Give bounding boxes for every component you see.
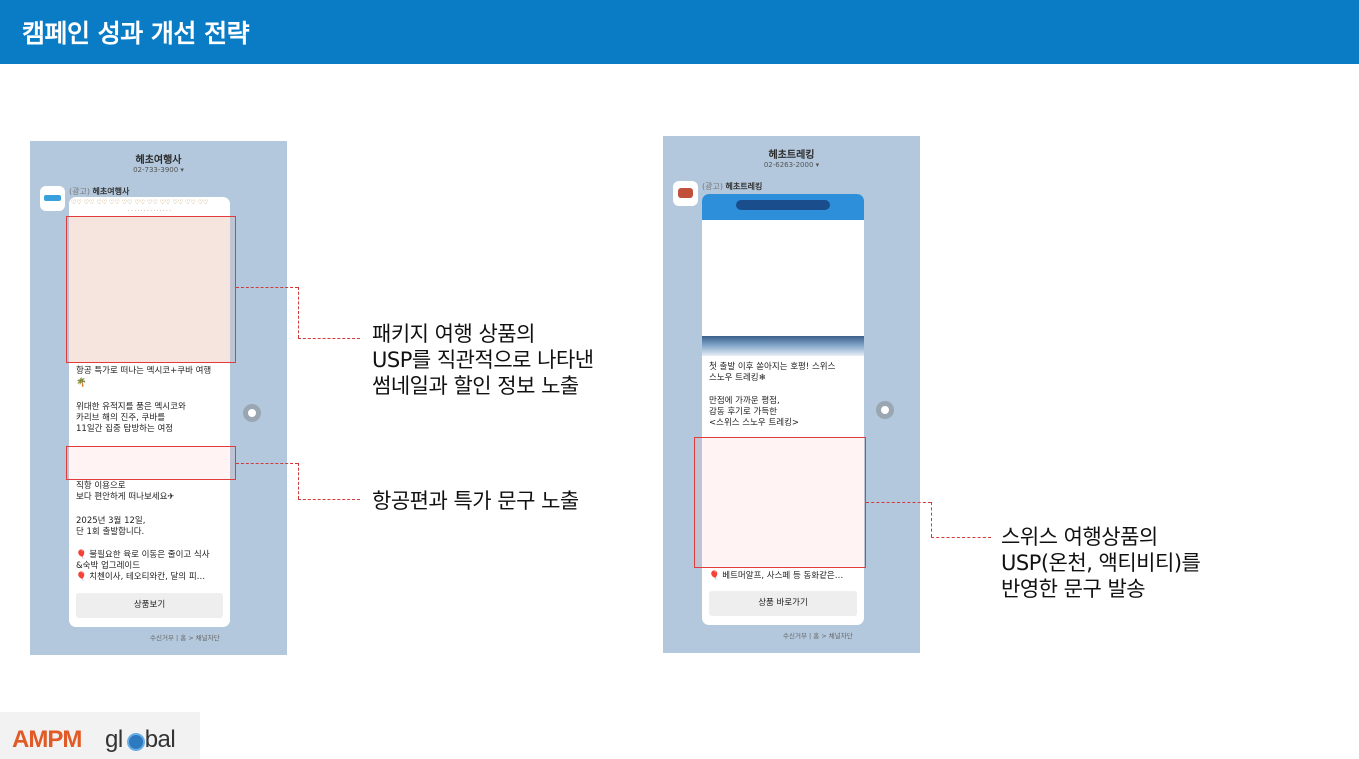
connector-line [866, 502, 931, 503]
message-block1-line2: 스노우 트레킹❄ [709, 373, 766, 383]
connector-line [298, 338, 360, 339]
snow-photo [702, 336, 864, 356]
channel-avatar [40, 186, 65, 211]
highlight-flight-text [66, 446, 236, 480]
message-block3-line2: 보다 편안하게 떠나보세요✈ [76, 492, 175, 502]
sender-label: (광고) 헤초여행사 [69, 186, 129, 197]
message-block5-line2: &숙박 업그레이드 [76, 561, 141, 571]
channel-phone: 02-6263-2000 ▾ [763, 161, 820, 169]
view-product-button[interactable]: 상품보기 [76, 593, 223, 618]
banner-pill [736, 200, 830, 210]
connector-line [298, 463, 299, 499]
thumbnail-image [69, 216, 230, 362]
go-to-product-button[interactable]: 상품 바로가기 [709, 591, 857, 616]
scroll-indicator-icon[interactable] [243, 404, 261, 422]
channel-name: 헤초트레킹 [768, 150, 815, 161]
avatar-logo-icon [44, 195, 61, 201]
message-block2-line1: 만점에 가까운 평점, [709, 396, 780, 406]
message-block4-line1: 2025년 3월 12일, [76, 516, 146, 526]
annotation-thumbnail-line1: 패키지 여행 상품의 [372, 322, 535, 346]
message-card: 첫 출발 이후 쏟아지는 호평! 스위스 스노우 트레킹❄ 만점에 가까운 평점… [702, 194, 864, 625]
annotation-usp: 스위스 여행상품의 USP(온천, 액티비티)를 반영한 문구 발송 [1001, 524, 1201, 602]
left-phone-screenshot: 헤초여행사 02-733-3900 ▾ (광고) 헤초여행사 ♡♡ ♡♡ ♡♡ … [30, 141, 287, 655]
message-block3-line1: 직항 이용으로 [76, 481, 126, 491]
logo-bal: bal [144, 726, 176, 753]
logo-ampm: AMPM [12, 726, 82, 753]
message-block2-line2: 감동 후기로 가득한 [709, 407, 777, 417]
banner-heart-strip: ♡♡ ♡♡ ♡♡ ♡♡ ♡♡ ♡♡ ♡♡ ♡♡ ♡♡ ♡♡ ♡♡ [71, 199, 209, 206]
usp-text-area [702, 444, 864, 566]
sender-name: 헤초여행사 [92, 187, 130, 196]
slide-title: 캠페인 성과 개선 전략 [22, 19, 250, 48]
highlight-usp-text [694, 437, 866, 568]
sender-ad-tag: (광고) [69, 187, 90, 196]
sender-name: 헤초트레킹 [725, 182, 763, 191]
connector-line [298, 287, 299, 338]
annotation-usp-line3: 반영한 문구 발송 [1001, 577, 1146, 601]
message-block2-line2: 카리브 해의 진주, 쿠바를 [76, 413, 166, 423]
logo-gl: gl [105, 726, 123, 753]
connector-line [298, 499, 360, 500]
message-block4-line2: 단 1회 출발합니다. [76, 527, 145, 537]
palm-tree-icon: 🌴 [76, 378, 87, 388]
message-block2-line3: <스위스 스노우 트레킹> [709, 418, 800, 428]
connector-line [931, 502, 932, 537]
scroll-indicator-icon[interactable] [876, 401, 894, 419]
annotation-flight: 항공편과 특가 문구 노출 [372, 489, 579, 513]
highlight-thumbnail [66, 216, 236, 363]
avatar-logo-icon [678, 188, 693, 198]
thumbnail-image [702, 220, 864, 336]
message-block5-line3: 🎈 치첸이사, 테오티와칸, 달의 피… [76, 572, 206, 582]
channel-name: 헤초여행사 [135, 155, 182, 166]
annotation-thumbnail-line3: 썸네일과 할인 정보 노출 [372, 374, 579, 398]
channel-footer[interactable]: 수신거부 | 홈 > 채널차단 [150, 634, 220, 642]
annotation-thumbnail-line2: USP를 직관적으로 나타낸 [372, 348, 594, 372]
message-block3-line1: 🎈 베트머알프, 사스페 등 동화같은… [709, 571, 844, 581]
banner-subtext: · · · · · · · · · · · · · · [128, 208, 171, 214]
channel-footer[interactable]: 수신거부 | 홈 > 채널차단 [783, 632, 853, 640]
connector-line [236, 463, 298, 464]
annotation-usp-line1: 스위스 여행상품의 [1001, 525, 1158, 549]
channel-phone: 02-733-3900 ▾ [133, 166, 184, 174]
globe-icon [127, 733, 145, 751]
message-block2-line1: 위대한 유적지를 품은 멕시코와 [76, 402, 186, 412]
annotation-thumbnail: 패키지 여행 상품의 USP를 직관적으로 나타낸 썸네일과 할인 정보 노출 [372, 321, 594, 399]
flight-promo-line [69, 450, 230, 478]
sender-label: (광고) 헤초트레킹 [702, 181, 762, 192]
message-block1-line1: 첫 출발 이후 쏟아지는 호평! 스위스 [709, 362, 836, 372]
connector-line [236, 287, 298, 288]
right-phone-screenshot: 헤초트레킹 02-6263-2000 ▾ (광고) 헤초트레킹 첫 출발 이후 … [663, 136, 920, 653]
sender-ad-tag: (광고) [702, 182, 723, 191]
connector-line [931, 537, 991, 538]
message-block2-line3: 11일간 집중 탐방하는 여정 [76, 424, 174, 434]
message-line1: 항공 특가로 떠나는 멕시코+쿠바 여행 [76, 366, 212, 376]
message-block5-line1: 🎈 불필요한 육로 이동은 줄이고 식사 [76, 550, 210, 560]
channel-avatar [673, 181, 698, 206]
slide-header: 캠페인 성과 개선 전략 [0, 0, 1359, 64]
annotation-usp-line2: USP(온천, 액티비티)를 [1001, 551, 1201, 575]
message-card: ♡♡ ♡♡ ♡♡ ♡♡ ♡♡ ♡♡ ♡♡ ♡♡ ♡♡ ♡♡ ♡♡ · · · ·… [69, 197, 230, 627]
